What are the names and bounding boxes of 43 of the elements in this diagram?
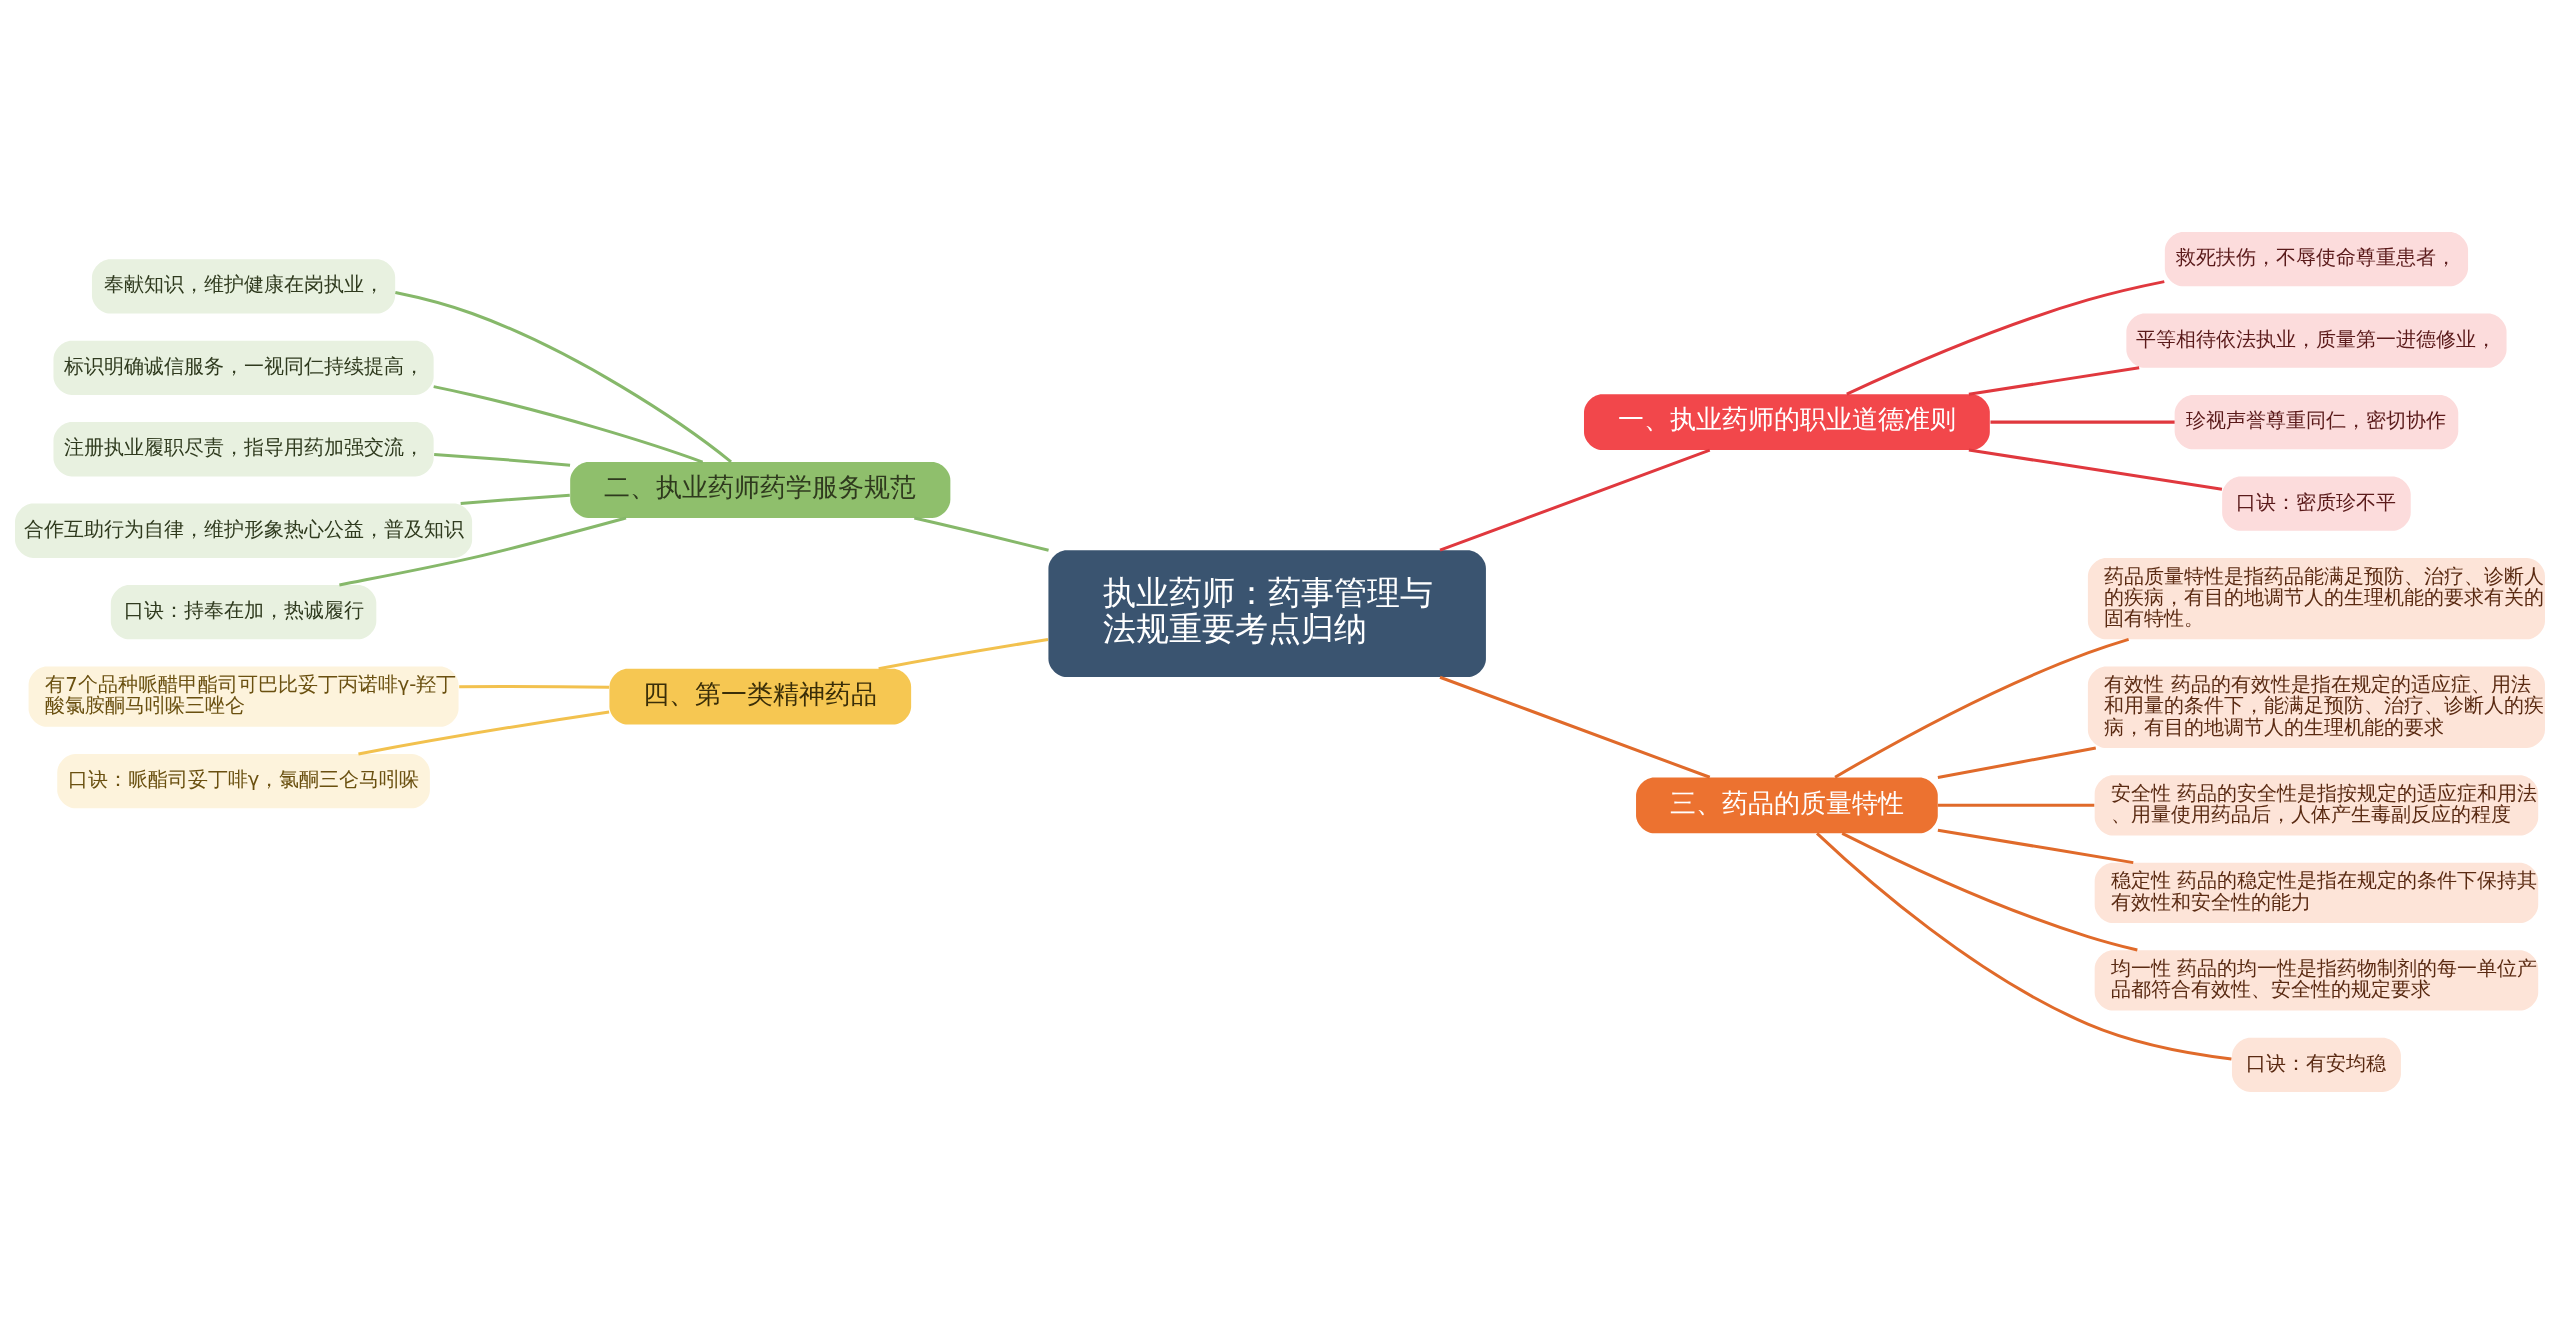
node-box: 珍视声誉尊重同仁，密切协作 [2174,394,2459,450]
connector [1968,366,2140,396]
node-box: 平等相待依法执业，质量第一进德修业， [2126,313,2507,368]
node-box: 二、执业药师药学服务规范 [570,462,951,518]
connector [339,516,627,587]
connector [1846,280,2165,396]
connector [1816,832,2232,1061]
connector [1439,448,1711,552]
node-box: 药品质量特性是指药品能满足预防、治疗、诊断人的疾病，有目的地调节人的生理机能的要求有关的固有特性。 [2087,557,2545,640]
node-box: 一、执业药师的职业道德准则 [1584,394,1990,451]
connector [1937,828,2134,865]
node-box: 三、药品的质量特性 [1636,777,1938,834]
node-box: 标识明确诚信服务，一视同仁持续提高， [53,340,434,395]
node-box: 注册执业履职尽责，指导用药加强交流， [53,422,434,477]
node-box: 救死扶伤，不辱使命尊重患者， [2164,232,2469,287]
connector [358,710,610,756]
connector [1968,448,2223,491]
node-box: 有效性 药品的有效性是指在规定的适应症、用法和用量的条件下，能满足预防、治疗、诊断人的疾病，有目的地调节人的生理机能的要求 [2087,666,2545,748]
connector [460,493,570,506]
node-box: 均一性 药品的均一性是指药物制剂的每一单位产品都符合有效性、安全性的规定要求 [2094,950,2539,1011]
connector [1937,746,2097,779]
node-box: 安全性 药品的安全性是指按规定的适应症和用法、用量使用药品后，人体产生毒副反应的程度 [2094,775,2539,836]
connector [433,385,704,464]
connector [459,685,610,689]
node-box: 口诀：密质珍不平 [2222,476,2411,531]
connector [1937,803,2095,807]
node-box: 奉献知识，维护健康在岗执业， [91,259,396,314]
node-box: 执业药师：药事管理与法规重要考点归纳 [1048,550,1486,678]
node-box: 稳定性 药品的稳定性是指在规定的条件下保持其有效性和安全性的能力 [2094,862,2539,923]
node-box: 有7个品种哌醋甲酯司可巴比妥丁丙诺啡γ-羟丁酸氯胺酮马吲哚三唑仑 [28,666,459,727]
connector [878,637,1049,671]
node-box: 口诀：持奉在加，热诚履行 [110,585,377,640]
connector [914,516,1049,552]
connector [1841,831,2138,952]
connector [395,291,732,463]
node-box: 口诀：有安均稳 [2231,1037,2401,1092]
node-box: 四、第一类精神药品 [609,668,912,725]
connector [434,452,571,467]
connector [1439,675,1711,779]
connector [1834,637,2130,779]
node-box: 合作互助行为自律，维护形象热心公益，普及知识 [15,503,473,558]
connector [1990,420,2175,424]
node-box: 口诀：哌酯司妥丁啡γ，氯酮三仑马吲哚 [57,754,430,809]
